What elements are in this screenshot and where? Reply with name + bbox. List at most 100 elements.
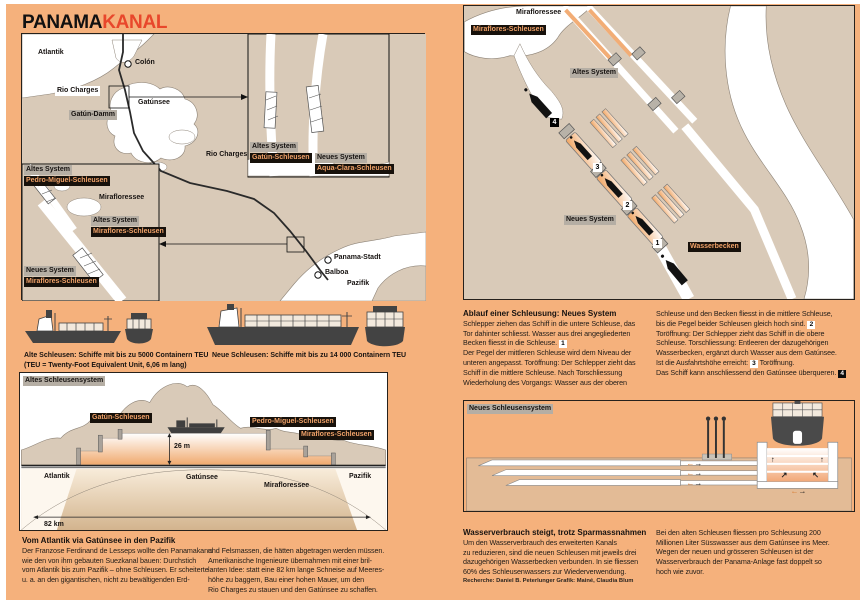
label-rio-charges-2: Rio Charges [206,151,248,158]
label-neues-system-gatun: Neues System [315,153,367,163]
label-gatunsee: Gatúnsee [138,99,170,106]
left-text-col2: und Felsmassen, die hätten abgetragen we… [208,546,385,594]
right-text-col1: Um den Wasserverbrauch des erweiterten K… [463,538,639,577]
right-text-title: Wasserverbrauch steigt, trotz Sparmassna… [463,528,647,537]
label-miraflores-profile: Miraflores-Schleusen [299,430,374,440]
new-ship-side [207,304,359,345]
label-pedro-miguel-profile: Pedro-Miguel-Schleusen [250,417,336,427]
page-title: PANAMAKANAL [22,12,167,34]
lock-walls [76,429,336,466]
label-miraflores-schleusen-alt: Miraflores-Schleusen [91,227,166,237]
label-colon: Colón [135,59,155,66]
new-system-header: Neues Schleusensystem [467,404,554,414]
new-lock-section: ←→ ←→ ←→ ↑↑ ↗↖ ←→ [466,401,852,511]
label-rio-charges: Rio Charges [55,86,101,96]
map-step-marker-3: 3 [593,163,602,172]
label-gatun-schleusen-profile: Gatún-Schleusen [90,413,152,423]
label-altes-system-detail: Altes System [570,68,618,78]
ablauf-col2: Schleuse und den Becken fliesst in die m… [656,309,847,378]
new-ship-front [365,306,405,347]
label-mirafloressee-profile: Mirafloressee [264,482,310,489]
ablauf-title: Ablauf einer Schleusung: Neues System [463,309,617,318]
ships-in-locks [524,88,688,286]
label-82km: 82 km [44,521,64,528]
distance-arrow-82km [33,515,371,520]
lake-ship-silhouette [167,417,225,434]
svg-text:↑: ↑ [820,455,824,464]
overview-map-panel: Atlantik Colón Rio Charges Gatún-Damm Ga… [21,33,426,301]
left-text-col1: Der Franzose Ferdinand de Lesseps wollte… [22,546,214,585]
label-26m: 26 m [174,443,190,450]
old-ship-caption: Alte Schleusen: Schiffe mit bis zu 5000 … [24,352,209,369]
old-lock-system-panel: Altes Schleusensystem Gatún-Schleusen Pe… [19,372,388,531]
label-atlantik: Atlantik [38,49,64,56]
gatun-zoom-arrowhead [241,94,248,100]
colon-city-dot [124,60,132,68]
map-step-marker-4: 4 [550,118,559,127]
pacific-depth [335,468,386,530]
page-title-red: KANAL [102,12,168,33]
label-gatunsee-profile: Gatúnsee [186,474,218,481]
panama-city-dot [324,256,332,264]
ablauf-col1: Schlepper ziehen das Schiff in die unter… [463,319,636,387]
label-gatun-damm: Gatún-Damm [69,110,117,120]
lock-chamber [756,441,839,489]
miraflores-zoom-arrowhead [159,241,166,247]
svg-text:↗: ↗ [781,471,788,480]
label-panama-stadt: Panama-Stadt [334,254,381,261]
flow-arrows: ←→ ←→ ←→ ↑↑ ↗↖ ←→ [687,455,824,495]
label-miraflores-schleusen-detail: Miraflores-Schleusen [471,25,546,35]
credits-line: Recherche: Daniel B. Peterlunger Grafik:… [463,578,634,584]
left-text-title: Vom Atlantik via Gatúnsee in den Pazifik [22,536,176,545]
label-atlantik-profile: Atlantik [44,473,70,480]
ship-comparison [25,304,405,347]
svg-text:↑: ↑ [771,455,775,464]
label-miraflores-schleusen-neu: Miraflores-Schleusen [24,277,99,287]
miraflores-zoom-indicator [286,236,305,253]
label-wasserbecken: Wasserbecken [688,242,741,252]
height-arrow-26m [167,433,172,465]
atlantic-depth [21,468,77,530]
svg-text:→: → [694,478,702,487]
label-gatun-schleusen: Gatún-Schleusen [250,153,312,163]
earth-below [21,468,386,530]
sea-level-line [21,464,386,467]
old-ship-front [125,313,153,344]
earth-mound-outline [21,469,386,530]
label-aqua-clara-schleusen: Aqua-Clara-Schleusen [315,164,394,174]
svg-text:↖: ↖ [812,471,819,480]
label-pazifik-profile: Pazifik [349,473,372,480]
pacific-peninsula [371,265,426,301]
old-system-gates [607,46,686,112]
label-pazifik: Pazifik [347,280,370,287]
step-marker-1: 1 [558,340,567,349]
svg-text:←: ← [687,478,695,487]
label-altes-system-gatun: Altes System [250,142,298,152]
label-altes-system-miraflores: Altes System [91,216,139,226]
new-locks-map-panel: Mirafloressee Miraflores-Schleusen Altes… [463,5,855,300]
svg-text:→: → [694,459,702,468]
svg-text:←: ← [791,486,799,495]
svg-text:→: → [798,486,806,495]
page-left-margin [0,0,6,600]
step-marker-4: 4 [838,369,847,378]
page-top-margin [0,0,860,4]
saving-basins [478,459,681,486]
lake-approach-channel [513,43,564,120]
sea-level-line-2 [21,467,386,469]
svg-text:→: → [694,469,702,478]
label-mirafloressee: Mirafloressee [99,194,145,201]
old-system-header: Altes Schleusensystem [23,376,106,386]
page-title-black: PANAMA [22,12,103,33]
canal-route-line [118,34,329,281]
label-neues-system-detail: Neues System [564,215,616,225]
river-band [724,6,854,299]
gatun-lake-lobe [168,129,196,145]
step-marker-3: 3 [749,359,758,368]
label-neues-system-miraflores: Neues System [24,266,76,276]
map-step-marker-2: 2 [623,201,632,210]
label-pedro-miguel-schleusen: Pedro-Miguel-Schleusen [24,176,110,186]
svg-text:←: ← [687,459,695,468]
map-step-marker-1: 1 [653,239,662,248]
